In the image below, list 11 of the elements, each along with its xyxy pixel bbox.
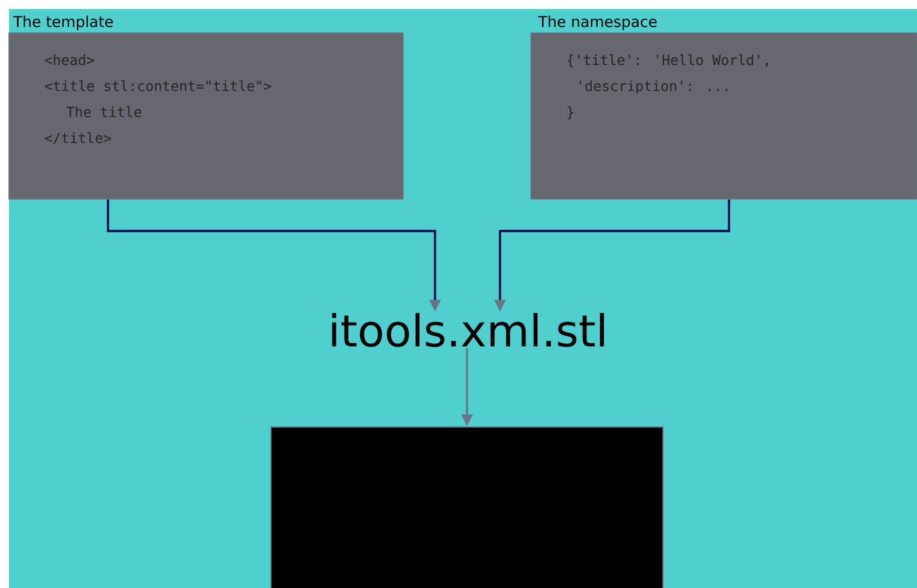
code-line: <title stl:content="title"> — [44, 80, 272, 92]
code-line: <head> — [44, 54, 94, 66]
output-box — [270, 426, 664, 588]
code-line: } — [568, 106, 574, 120]
module-name: itools.xml.stl — [332, 312, 604, 348]
code-line: 'description': ... — [580, 80, 728, 94]
code-line: {'title': 'Hello World', — [568, 54, 768, 68]
code-line: The title — [66, 106, 142, 118]
code-line: </title> — [44, 132, 112, 144]
box-heading: The template — [13, 16, 113, 30]
box-heading: The namespace — [538, 16, 657, 30]
